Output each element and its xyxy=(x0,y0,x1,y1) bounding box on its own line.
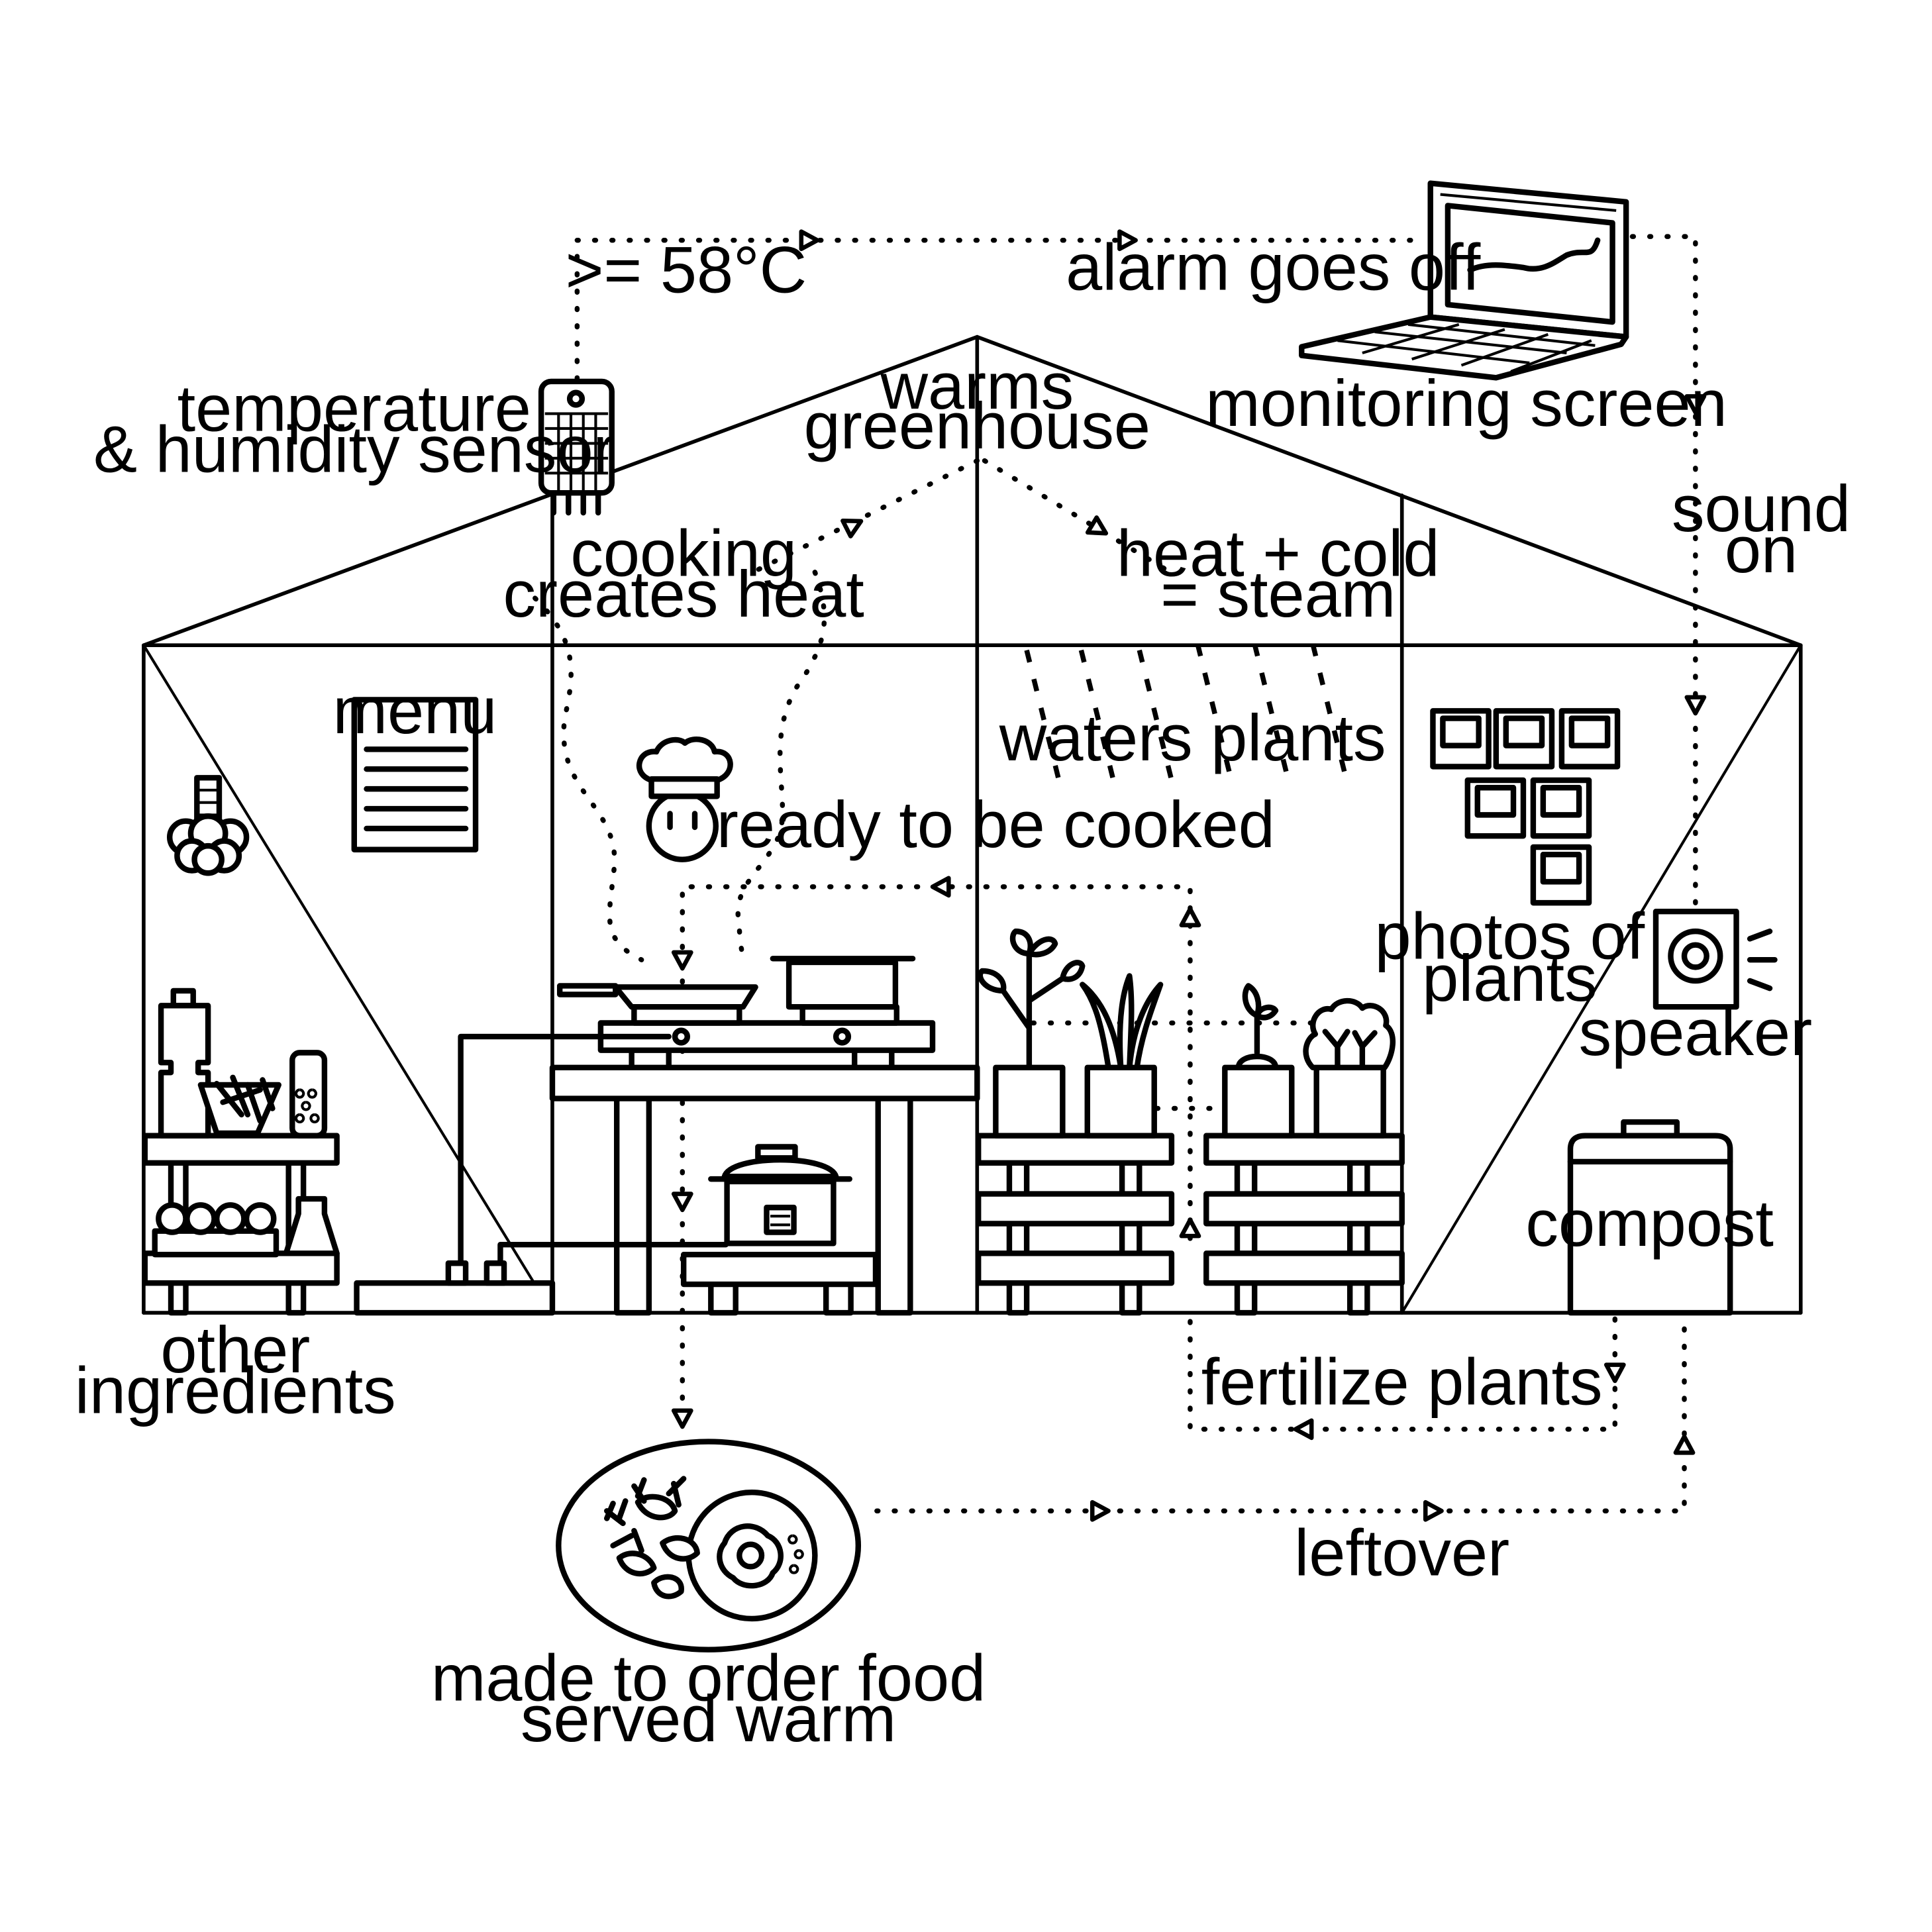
other-ingredients-line2: ingredients xyxy=(75,1354,396,1428)
warms-flow xyxy=(755,458,1173,575)
arrow-down-icon xyxy=(1088,517,1110,540)
arrow-up-icon xyxy=(1182,1220,1199,1236)
plant-shelf-right xyxy=(1203,1133,1405,1316)
compost-label: compost xyxy=(1525,1187,1774,1260)
arrow-right-icon xyxy=(1092,1502,1108,1519)
sensor-to-alarm-flow xyxy=(574,232,1421,381)
heat-waves xyxy=(533,570,827,964)
plant-pots-icon xyxy=(977,928,1396,1139)
ready-label: ready to be cooked xyxy=(717,788,1275,862)
arrow-down-icon xyxy=(674,1194,691,1210)
compost-bin-icon xyxy=(1567,1119,1733,1316)
sound-label-line1: sound xyxy=(1672,472,1851,546)
fertilize-flow xyxy=(1188,1310,1623,1438)
cooking-label-line1: cooking xyxy=(570,517,797,590)
steam-label-line1: heat + cold xyxy=(1117,517,1440,590)
arrow-left-icon xyxy=(933,878,948,895)
ingredients-shelf-icon xyxy=(142,988,340,1316)
chef-icon xyxy=(636,736,733,862)
water-rain xyxy=(1024,643,1349,786)
speaker-label: speaker xyxy=(1579,996,1813,1070)
arrow-down-icon xyxy=(1687,697,1704,713)
monitoring-label: monitoring screen xyxy=(1205,367,1727,440)
speaker-icon xyxy=(1652,909,1778,1010)
kitchen-counter-icon xyxy=(354,956,980,1316)
labels: >= 58°C alarm goes off monitoring screen… xyxy=(75,231,1851,1756)
alarm-label: alarm goes off xyxy=(1066,231,1481,305)
photos-label-line2: plants xyxy=(1422,942,1597,1015)
leftover-flow xyxy=(874,1316,1693,1519)
leftover-label: leftover xyxy=(1294,1516,1509,1590)
arrow-up-icon xyxy=(1676,1437,1693,1452)
threshold-label: >= 58°C xyxy=(566,233,807,307)
arrow-down-icon xyxy=(1606,1365,1623,1381)
photos-label-line1: photos of xyxy=(1375,899,1645,973)
menu-icon xyxy=(351,697,479,852)
fertilize-label: fertilize plants xyxy=(1201,1345,1603,1419)
rice-cooker-icon xyxy=(680,1144,879,1316)
cooking-label-line2: creates heat xyxy=(503,558,864,631)
steam-label-line2: = steam xyxy=(1160,558,1396,631)
arrow-down-icon xyxy=(674,952,691,968)
warms-label-line2: greenhouse xyxy=(804,389,1150,463)
arrow-left-icon xyxy=(1296,1421,1311,1438)
sound-label-line2: on xyxy=(1725,513,1798,587)
food-plate-icon xyxy=(556,1439,862,1652)
food-label-line1: made to order food xyxy=(431,1641,986,1715)
menu-label: menu xyxy=(332,674,497,748)
garlic-icon xyxy=(166,775,250,876)
food-label-line2: served warm xyxy=(521,1682,896,1756)
sensor-icon xyxy=(538,378,615,516)
laptop-icon xyxy=(1299,180,1629,381)
warms-label-line1: warms xyxy=(880,350,1074,423)
waters-label: waters plants xyxy=(999,701,1386,775)
arrow-up-icon xyxy=(842,513,865,536)
plant-shelf-left xyxy=(975,1133,1175,1316)
photos-gallery-icon xyxy=(1430,708,1621,906)
arrow-up-icon xyxy=(1182,909,1199,925)
sensor-label-line1: temperature xyxy=(178,372,531,446)
other-ingredients-line1: other xyxy=(160,1313,310,1387)
sensor-label-line2: & humidity sensor xyxy=(93,413,615,486)
alarm-to-speaker-flow xyxy=(1629,234,1704,911)
arrow-down-icon xyxy=(674,1411,691,1427)
